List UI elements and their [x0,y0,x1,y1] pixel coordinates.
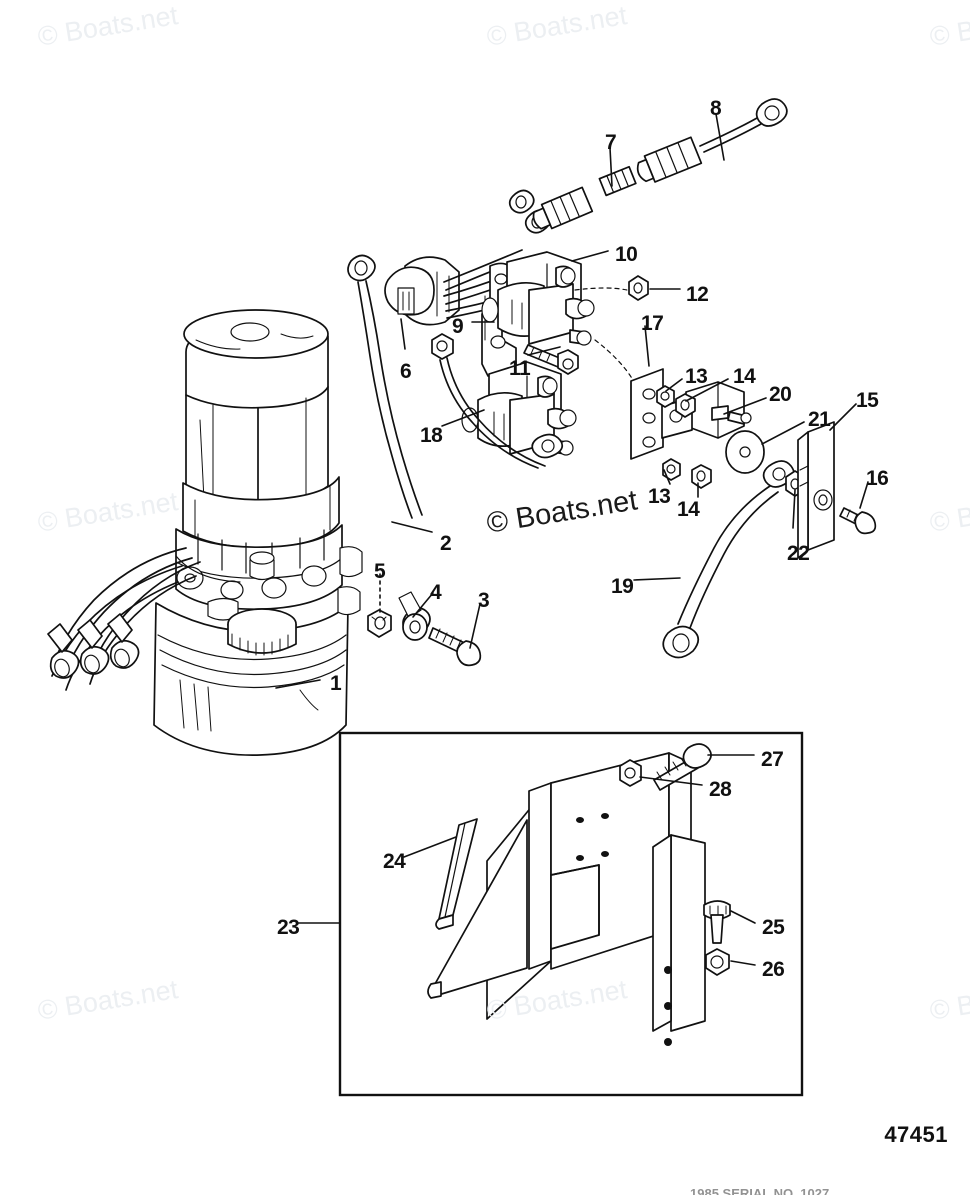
callout-number-25[interactable]: 25 [762,916,785,939]
fuse-lead-art [598,98,788,197]
callout-number-3[interactable]: 3 [478,589,490,612]
callout-number-26[interactable]: 26 [762,958,785,981]
footer-clipped-text: 1985 SERIAL NO. 1027 [690,1186,830,1195]
callout-number-17[interactable]: 17 [641,312,664,335]
circuit-breaker-art [656,381,752,489]
callout-number-14b[interactable]: 14 [677,498,700,521]
battery-cable-19-art [662,460,806,659]
callout-number-21[interactable]: 21 [808,408,831,431]
jumper-lead-art [431,333,564,469]
hardware-5-4-3-art [367,609,482,667]
solenoid-nut-art [574,275,649,301]
callout-number-24[interactable]: 24 [383,850,406,873]
callout-number-28[interactable]: 28 [709,778,732,801]
terminal-block-art [797,421,877,559]
callout-number-16[interactable]: 16 [866,467,889,490]
callout-number-9[interactable]: 9 [452,315,464,338]
callout-number-4[interactable]: 4 [430,581,442,604]
callout-number-14[interactable]: 14 [733,365,756,388]
harness-connector-art [384,186,594,326]
pump-assembly-art [47,309,363,756]
callout-number-1[interactable]: 1 [330,672,342,695]
terminal-plate-art [594,339,664,460]
callout-number-7[interactable]: 7 [605,131,617,154]
callout-number-6[interactable]: 6 [400,360,412,383]
insulating-washer-art [725,430,765,474]
callout-number-11[interactable]: 11 [509,357,531,380]
callout-number-12[interactable]: 12 [686,283,709,306]
callout-number-13b[interactable]: 13 [648,485,671,508]
callout-number-2[interactable]: 2 [440,532,452,555]
callout-number-5[interactable]: 5 [374,560,386,583]
leader-lines [275,113,869,966]
solenoid-upper-art [481,251,595,346]
callout-number-8[interactable]: 8 [710,97,722,120]
callout-number-10[interactable]: 10 [615,243,638,266]
callout-number-27[interactable]: 27 [761,748,784,771]
callout-number-13[interactable]: 13 [685,365,708,388]
callout-number-18[interactable]: 18 [420,424,443,447]
callout-number-23[interactable]: 23 [277,916,300,939]
callout-number-22[interactable]: 22 [787,542,810,565]
solenoid-lower-art [461,344,579,456]
callout-number-15[interactable]: 15 [856,389,879,412]
drawing-number: 47451 [884,1122,948,1147]
bracket-kit-box-art [338,731,804,1097]
callout-number-20[interactable]: 20 [769,383,792,406]
callout-number-19[interactable]: 19 [611,575,634,598]
